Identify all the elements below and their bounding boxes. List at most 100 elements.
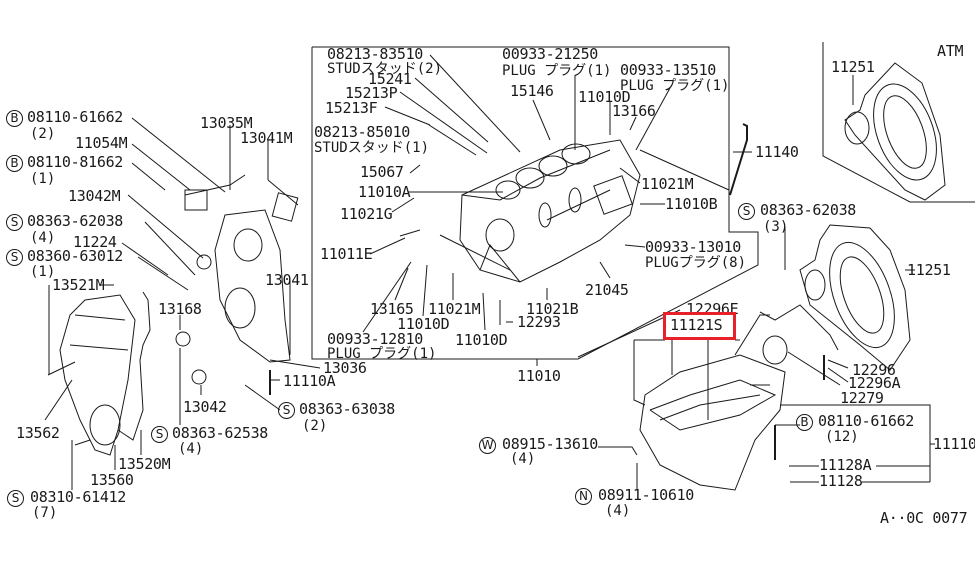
symbol-bolt-icon: B <box>796 414 813 431</box>
cylinder-block-frame <box>311 46 759 360</box>
diagram-code: A··0C 0077 <box>880 509 968 527</box>
part-number[interactable]: 15213F <box>325 99 378 117</box>
part-number[interactable]: 13035M <box>200 114 253 132</box>
part-number[interactable]: 11251 <box>831 58 875 76</box>
part-number[interactable]: 08310-61412 <box>30 488 127 506</box>
part-number[interactable]: 11128A <box>819 456 872 474</box>
atm-label: ATM <box>937 42 964 60</box>
part-number[interactable]: 11011E <box>320 245 373 263</box>
part-number[interactable]: 13521M <box>52 276 105 294</box>
part-number[interactable]: 08363-62038 <box>27 212 124 230</box>
atm-housing <box>844 62 946 201</box>
part-number[interactable]: 11140 <box>755 143 799 161</box>
part-qty: (12) <box>825 429 859 445</box>
symbol-screw-icon: S <box>7 490 24 507</box>
part-number[interactable]: 08360-63012 <box>27 247 124 265</box>
part-number[interactable]: 11110 <box>933 435 975 453</box>
part-number[interactable]: 08915-13610 <box>502 435 599 453</box>
part-number[interactable]: 15146 <box>510 82 554 100</box>
part-number[interactable]: 13166 <box>612 102 656 120</box>
part-number[interactable]: 12296 <box>852 361 896 379</box>
part-qty: (4) <box>178 441 204 457</box>
highlight-box <box>663 312 736 340</box>
part-number[interactable]: 11021M <box>641 175 694 193</box>
part-note: PLUG プラグ(1) <box>502 63 612 79</box>
symbol-screw-icon: S <box>6 249 23 266</box>
part-number[interactable]: 08110-81662 <box>27 153 124 171</box>
part-number[interactable]: 13036 <box>323 359 367 377</box>
part-number[interactable]: 00933-13010 <box>645 238 742 256</box>
part-note: STUDスタッド(1) <box>314 140 430 156</box>
part-number[interactable]: 08213-83510 <box>327 45 424 63</box>
part-number[interactable]: 12293 <box>517 313 561 331</box>
part-number[interactable]: 11110A <box>283 372 336 390</box>
part-note: STUDスタッド(2) <box>327 61 443 77</box>
part-number-highlighted[interactable]: 11121S <box>670 316 723 334</box>
part-qty: (2) <box>302 418 328 434</box>
symbol-bolt-icon: B <box>6 110 23 127</box>
part-number[interactable]: 11128 <box>819 472 863 490</box>
atm-frame <box>822 42 975 203</box>
part-number[interactable]: 11054M <box>75 134 128 152</box>
part-qty: (4) <box>30 230 56 246</box>
part-number[interactable]: 15067 <box>360 163 404 181</box>
part-number[interactable]: 13562 <box>16 424 60 442</box>
part-number[interactable]: 00933-13510 <box>620 61 717 79</box>
symbol-washer-icon: W <box>479 437 496 454</box>
part-number[interactable]: 13041 <box>265 271 309 289</box>
part-qty: (2) <box>30 126 56 142</box>
part-number[interactable]: 15241 <box>368 70 412 88</box>
part-qty: (4) <box>605 503 631 519</box>
part-qty: (1) <box>30 171 56 187</box>
symbol-screw-icon: S <box>278 402 295 419</box>
part-qty: (1) <box>30 264 56 280</box>
part-number[interactable]: 13041M <box>240 129 293 147</box>
part-number[interactable]: 08213-85010 <box>314 123 411 141</box>
part-qty: (4) <box>510 451 536 467</box>
part-number[interactable]: 11010B <box>665 195 718 213</box>
dipstick <box>729 123 752 196</box>
part-number[interactable]: 13168 <box>158 300 202 318</box>
symbol-nut-icon: N <box>575 488 592 505</box>
part-number[interactable]: 11021B <box>526 300 579 318</box>
part-note: PLUGプラグ(8) <box>645 255 747 271</box>
symbol-screw-icon: S <box>6 214 23 231</box>
part-number[interactable]: 13042 <box>183 398 227 416</box>
part-number[interactable]: 08110-61662 <box>818 412 915 430</box>
part-number[interactable]: 13165 <box>370 300 414 318</box>
part-number[interactable]: 11010 <box>517 367 561 385</box>
part-note: PLUG プラグ(1) <box>327 346 437 362</box>
leader-lines-block <box>362 54 730 366</box>
part-qty: (3) <box>763 219 789 235</box>
part-number[interactable]: 12279 <box>840 389 884 407</box>
part-number[interactable]: 11010D <box>397 315 450 333</box>
part-note: PLUG プラグ(1) <box>620 78 730 94</box>
part-number[interactable]: 08911-10610 <box>598 486 695 504</box>
part-number[interactable]: 08363-62038 <box>760 201 857 219</box>
part-number[interactable]: 08110-61662 <box>27 108 124 126</box>
part-number[interactable]: 11021M <box>428 300 481 318</box>
part-number[interactable]: 00933-21250 <box>502 45 599 63</box>
part-number[interactable]: 11251 <box>907 261 951 279</box>
part-number[interactable]: 21045 <box>585 281 629 299</box>
mt-housing <box>759 224 915 386</box>
part-number[interactable]: 08363-63038 <box>299 400 396 418</box>
part-number[interactable]: 13560 <box>90 471 134 489</box>
part-number[interactable]: 12296A <box>848 374 901 392</box>
leader-lines-left <box>44 117 321 490</box>
part-qty: (7) <box>32 505 58 521</box>
part-number[interactable]: 11021G <box>340 205 393 223</box>
part-number[interactable]: 11010A <box>358 183 411 201</box>
part-number[interactable]: 15213P <box>345 84 398 102</box>
part-number[interactable]: 13520M <box>118 455 171 473</box>
part-number[interactable]: 13042M <box>68 187 121 205</box>
part-number[interactable]: 11010D <box>455 331 508 349</box>
part-number[interactable]: 08363-62538 <box>172 424 269 442</box>
part-number[interactable]: 11224 <box>73 233 117 251</box>
part-number[interactable]: 00933-12810 <box>327 330 424 348</box>
symbol-screw-icon: S <box>151 426 168 443</box>
part-number[interactable]: 11010D <box>578 88 631 106</box>
symbol-bolt-icon: B <box>6 155 23 172</box>
